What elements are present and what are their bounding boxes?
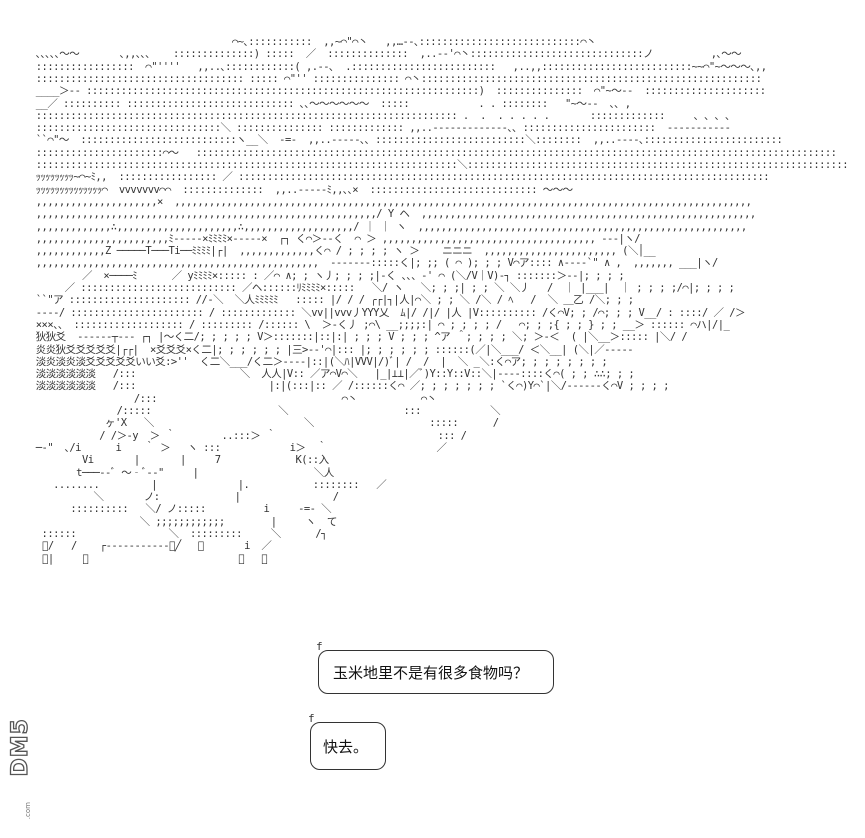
ascii-art-line: 狄狄爻 ‐----‐┬‐‐‐ ┌┐ |～く二/; ; ; ; ; V＞:::::… xyxy=(30,331,688,344)
ascii-art-line: ／ ::::::::::::::::::::::::::: ／ヘ::::::ﾘﾐ… xyxy=(30,282,735,294)
ascii-art-line: :::::::::: ＼/ ノ::::: i -=‐ ＼ xyxy=(30,503,332,516)
ascii-art-line: ／ ×────ﾐ ／ yﾐﾐﾐﾐ×::::: : ／⌒ ∧; ; ヽ丿; ; ;… xyxy=(30,269,625,282)
ascii-art-line: Vi | | 7 K(::入 xyxy=(30,454,329,467)
ascii-art-line: ,,,,,,,,,,,,,,,,,,,,,,,,,,,,,,,,,,,,,,,,… xyxy=(30,208,756,221)
ascii-art-line: 炎炎狄爻爻爻爻爻|┌┌| ×爻爻爻×く二|; ; ; ; ; ; |三>-‐'⌒… xyxy=(30,343,634,356)
dm5-logo-domain: .com xyxy=(24,802,32,820)
ascii-art-line: ｯｯｯｯｯｯｯｯｯｯｯｯｯｯ⌒ vvvvvvv⌒⌒ ::::::::::::::… xyxy=(30,183,573,196)
ascii-art-line: ,,,,,,,,,,,,Z ─────T───Ti──ﾐﾐﾐﾐ|┌| ,,,,,… xyxy=(30,245,656,258)
ascii-art-line: ::::::::::::::::: ⌒"'''' ,,..､::::::::::… xyxy=(30,60,767,73)
ascii-art-line: ,,,,,,,,,,,,,,,,,,,,,× ,,,,,,,,,,,,,,,,,… xyxy=(30,195,752,208)
ascii-art-line: ``"ア ::::::::::::::::::::: //‐＼ ＼人ﾐﾐﾐﾐﾐ … xyxy=(30,294,634,307)
ascii-art-line: ``⌒"～ :::::::::::::::::::::::::::ヽ__＼ ‐=… xyxy=(30,134,783,147)
ascii-art-line: ＼ ノ: | / xyxy=(30,491,339,504)
ascii-art-line: 淡淡淡淡淡淡 /::: |:|(:::|:: ／ /::::::く⌒ ／; ; … xyxy=(30,380,670,393)
ascii-art-line: ::::::::::::::::::::::::::::::::::::::::… xyxy=(30,109,731,122)
speech-bubble-1-tail: f xyxy=(316,640,323,653)
ascii-art-line: ＼ ;;;;;;;;;;;; | ヽ て xyxy=(30,515,338,528)
dm5-logo-text: DM5 xyxy=(7,717,33,777)
ascii-art-line: ×××、、 ::::::::::::::::::: / ::::::::: /:… xyxy=(30,318,730,331)
ascii-art-line: ---‐/ ::::::::::::::::::::::: / ::::::::… xyxy=(30,306,746,319)
ascii-art-line: / /＞-y ＞ ｀ ..:::＞ ｀ ::: / xyxy=(30,429,467,442)
ascii-art-line: t───‐‐ﾞ ～‐ﾞ‐‐" | ＼人 xyxy=(30,466,334,479)
speech-bubble-2: 快去。 xyxy=(310,722,386,770)
ascii-art-line: ........ | |. :::::::: ／ xyxy=(30,478,387,491)
speech-bubble-2-tail: f xyxy=(308,712,315,725)
ascii-art-line: :::::: ＼ ::::::::: ＼ /┐ xyxy=(30,528,328,540)
ascii-art-line: ____＞-‐ ::::::::::::::::::::::::::::::::… xyxy=(30,85,766,98)
ascii-art-line: ::::::::::::::::::::::::::::::::::::::::… xyxy=(30,159,849,171)
ascii-art-line: 淡炎淡炎淡爻爻爻爻爻いい爻:>'' く二＼___/く二＞----|::|(＼ﾊ|… xyxy=(30,355,608,368)
ascii-art-line: ::::::::::::::::::::::⌒～ :::::::::::::::… xyxy=(30,146,837,159)
ascii-art-line: __／ :::::::::: :::::::::::::::::::::::::… xyxy=(30,97,631,110)
ascii-art-line: :::::::::::::::::::::::::::::::::::: :::… xyxy=(30,72,762,85)
ascii-art-line: ,,,,,,,,,,,,,∴,,,,,,,,,,,,,,,,,,,,,∴,,,,… xyxy=(30,220,747,233)
ascii-art-line: ﾞ| ＼ ＼ ／ xyxy=(30,552,268,565)
ascii-art-line: ﾞ/ / ┌‐‐‐‐‐‐‐‐‐‐‐＼╱ ＼ i ／ xyxy=(30,540,272,553)
dm5-watermark-logo: DM5 .com xyxy=(6,717,33,830)
ascii-art-line: ─‐" ､/i i ｀ ＞ ヽ ::: i＞ ｀ ／ xyxy=(30,441,447,454)
ascii-art-line: 淡淡淡淡淡淡 /::: ＼ 人人|V:: ／ア⌒V⌒＼ |_|⊥⊥|／ﾞ)Y::… xyxy=(30,368,635,381)
speech-bubble-2-text: 快去。 xyxy=(323,737,369,756)
ascii-art-line: ::::::::::::::::::::::::::::::::＼ ::::::… xyxy=(30,122,731,135)
ascii-art-line: ,,,,,,,,,,,,,,,,,,,,,,,ﾐ-----×ﾐﾐﾐﾐ×-----… xyxy=(30,232,641,245)
ascii-art-line: ｯｯｯｯｯｯｯｯ~⌒~ﾐ,, ::::::::::::::::: ／ :::::… xyxy=(30,171,770,184)
ascii-art-line: /::::: ＼ ::: ＼ xyxy=(30,405,501,417)
ascii-art-line: ⌒~､::::::::::: ,,~⌒"⌒丶 ,,…--､:::::::::::… xyxy=(30,36,597,48)
ascii-art-line: /::: ⌒丶 ⌒丶 xyxy=(30,392,437,405)
speech-bubble-1: 玉米地里不是有很多食物吗？ xyxy=(318,650,554,694)
ascii-art-line: ,,,,,,,,,,,,,,,,,,,,,,,,,,,,,,,,,,,,,,,,… xyxy=(30,257,719,270)
ascii-art-line: ヶ'X ＼ ＼ ::::: / xyxy=(30,417,499,430)
speech-bubble-1-text: 玉米地里不是有很多食物吗？ xyxy=(333,663,529,682)
ascii-art-line: ､､､､､～～ ､,,､､､ ::::::::::::::) ::::: ／ :… xyxy=(30,48,742,61)
